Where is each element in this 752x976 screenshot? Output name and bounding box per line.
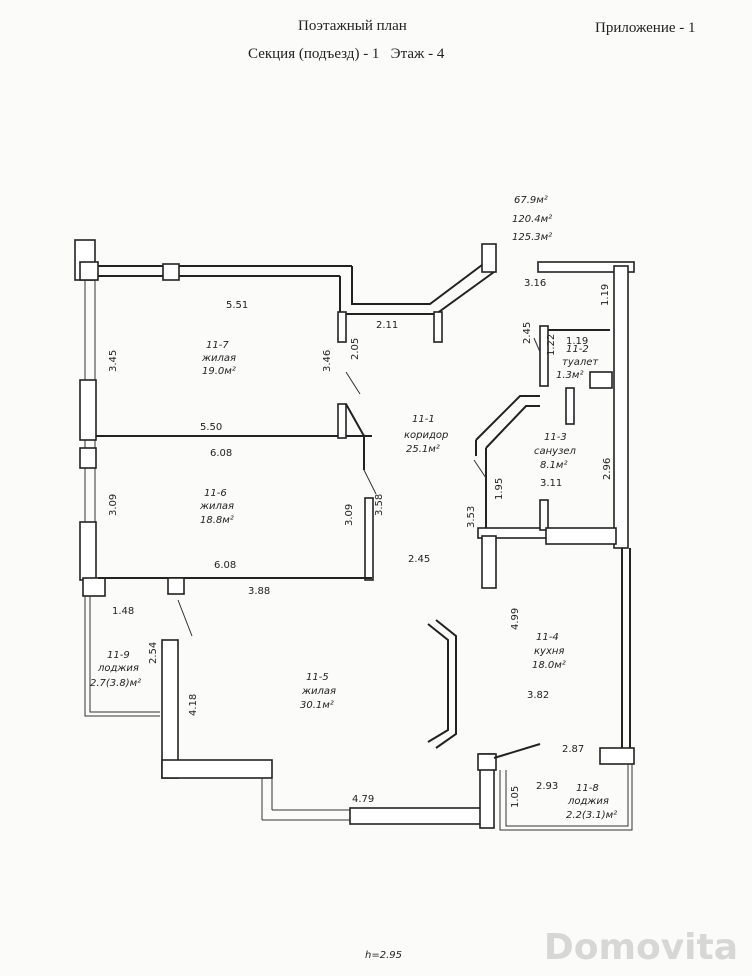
room-11-6-area: 18.8м² xyxy=(200,515,234,526)
wall-segment xyxy=(161,639,179,779)
dim-label: 3.58 xyxy=(374,494,385,516)
appendix-label: Приложение - 1 xyxy=(595,20,696,36)
dim-label: 2.05 xyxy=(350,338,361,360)
walls xyxy=(74,239,635,831)
room-11-3-number: 11-3 xyxy=(544,432,567,443)
wall-segment xyxy=(433,311,443,343)
dim-label: 6.08 xyxy=(214,560,236,571)
room-11-1-number: 11-1 xyxy=(412,414,435,425)
wall-segment xyxy=(539,325,549,387)
dim-label: 3.09 xyxy=(344,504,355,526)
room-11-9-number: 11-9 xyxy=(107,650,130,661)
dim-label: 5.51 xyxy=(226,300,248,311)
room-11-1-name: коридор xyxy=(404,430,448,441)
room-11-9-name: лоджия xyxy=(97,663,139,674)
dim-label: 1.19 xyxy=(600,284,611,306)
room-11-6-name: жилая xyxy=(199,501,234,512)
wall-segment xyxy=(481,535,497,589)
wall-column xyxy=(481,243,497,273)
wall-column xyxy=(162,263,180,281)
wall-segment xyxy=(537,261,635,273)
dim-label: 1.95 xyxy=(494,478,505,500)
wall-segment xyxy=(79,447,97,469)
room-11-3-name: санузел xyxy=(534,446,577,457)
watermark-logo: Domovita xyxy=(543,927,738,968)
room-11-3-area: 8.1м² xyxy=(540,460,567,471)
room-11-4-number: 11-4 xyxy=(536,632,559,643)
toilet-fixture xyxy=(589,371,613,389)
wall-segment xyxy=(79,521,97,581)
room-11-1-area: 25.1м² xyxy=(406,444,440,455)
wall-segment xyxy=(337,403,347,439)
dim-label: 2.93 xyxy=(536,781,558,792)
dim-label: 4.18 xyxy=(188,694,199,716)
room-11-7-name: жилая xyxy=(201,353,236,364)
dim-label: 3.16 xyxy=(524,278,546,289)
dim-label: 4.99 xyxy=(510,608,521,630)
wall-segment xyxy=(349,807,489,825)
room-11-5-number: 11-5 xyxy=(306,672,329,683)
room-11-4-area: 18.0м² xyxy=(532,660,566,671)
wall-column xyxy=(599,747,635,765)
wall-segment xyxy=(161,759,273,779)
wall-segment xyxy=(337,311,347,343)
bathroom-fixtures xyxy=(545,527,617,545)
total-area-3: 125.3м² xyxy=(512,232,552,243)
dim-label: 2.96 xyxy=(602,458,613,480)
dim-label: 2.45 xyxy=(522,322,533,344)
dim-label: 3.82 xyxy=(527,690,549,701)
room-11-9-area: 2.7(3.8)м² xyxy=(90,678,141,689)
dim-label: 3.45 xyxy=(108,350,119,372)
wall-column xyxy=(79,261,99,281)
wall-column xyxy=(477,753,497,771)
dim-label: 1.22 xyxy=(546,334,557,356)
wall-segment xyxy=(565,387,575,425)
wall-segment xyxy=(364,497,374,581)
section-floor-label: Секция (подъезд) - 1 Этаж - 4 xyxy=(248,46,445,62)
room-11-4-name: кухня xyxy=(534,646,564,657)
dim-label: 2.45 xyxy=(408,554,430,565)
total-area-2: 120.4м² xyxy=(512,214,552,225)
dim-label: 4.79 xyxy=(352,794,374,805)
room-11-6-number: 11-6 xyxy=(204,488,227,499)
wall-segment xyxy=(539,499,549,531)
dim-label: 1.19 xyxy=(566,336,588,347)
room-11-2-area: 1.3м² xyxy=(556,370,583,381)
total-area-1: 67.9м² xyxy=(514,195,548,206)
room-11-2-name: туалет xyxy=(562,357,599,368)
dim-label: 2.87 xyxy=(562,744,584,755)
dim-label: 3.88 xyxy=(248,586,270,597)
room-11-5-area: 30.1м² xyxy=(300,700,334,711)
room-11-8-area: 2.2(3.1)м² xyxy=(566,810,617,821)
room-11-2-number: 11-2 xyxy=(566,344,589,355)
dim-label: 6.08 xyxy=(210,448,232,459)
room-11-8-name: лоджия xyxy=(567,796,609,807)
dim-label: 5.50 xyxy=(200,422,222,433)
dim-label: 3.09 xyxy=(108,494,119,516)
dim-label: 3.46 xyxy=(322,350,333,372)
room-11-8-number: 11-8 xyxy=(576,783,599,794)
dim-label: 3.11 xyxy=(540,478,562,489)
dim-label: 3.53 xyxy=(466,506,477,528)
room-11-7-number: 11-7 xyxy=(206,340,229,351)
dim-label: 2.54 xyxy=(148,642,159,664)
plan-title: Поэтажный план xyxy=(298,18,407,34)
dim-label: 1.05 xyxy=(510,786,521,808)
wall-segment xyxy=(79,379,97,441)
wall-segment xyxy=(613,265,629,549)
room-11-7-area: 19.0м² xyxy=(202,366,236,377)
dim-label: 1.48 xyxy=(112,606,134,617)
wall-column xyxy=(167,577,185,595)
room-11-5-name: жилая xyxy=(301,686,336,697)
ceiling-height: h=2.95 xyxy=(365,950,402,961)
wall-column xyxy=(82,577,106,597)
dim-label: 2.11 xyxy=(376,320,398,331)
